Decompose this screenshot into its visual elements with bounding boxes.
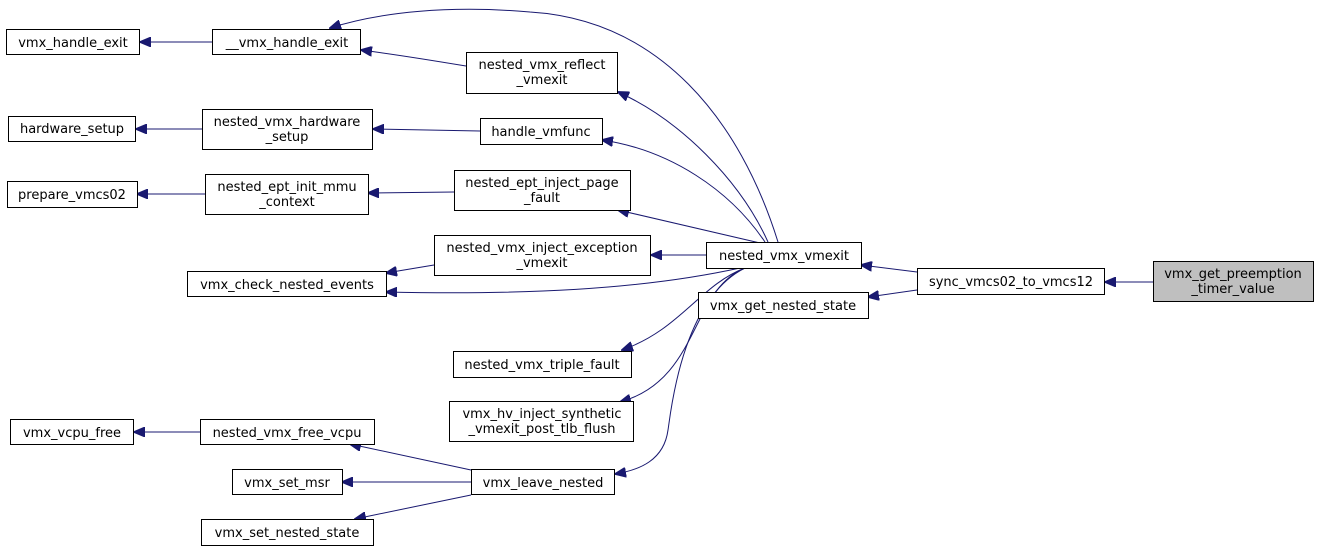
node-label-line1: vmx_hv_inject_synthetic [462,407,621,422]
edge-nested-vmx-vmexit-to-nested-ept-inject-page-fault [618,210,761,244]
node-nested-ept-inject-page-fault[interactable]: nested_ept_inject_page _fault [454,170,631,211]
node-prepare-vmcs02[interactable]: prepare_vmcs02 [7,181,138,208]
node-label: handle_vmfunc [491,125,590,140]
node-nested-vmx-vmexit[interactable]: nested_vmx_vmexit [706,242,862,269]
node-label: vmx_handle_exit [18,36,128,51]
node-__vmx-handle-exit[interactable]: __vmx_handle_exit [212,29,361,55]
node-handle-vmfunc[interactable]: handle_vmfunc [480,118,603,145]
node-sync-vmcs02-to-vmcs12[interactable]: sync_vmcs02_to_vmcs12 [917,268,1105,295]
node-nested-vmx-triple-fault[interactable]: nested_vmx_triple_fault [453,351,632,378]
node-label: prepare_vmcs02 [18,188,126,203]
edge-nested-vmx-vmexit-to-nested-vmx-triple-fault [622,267,746,350]
edge-nested-vmx-inject-exception-vmexit-to-vmx-check-nested-events [386,264,435,273]
node-label-line1: vmx_get_preemption [1164,267,1302,282]
node-label-line1: nested_ept_inject_page [465,176,618,191]
node-label: vmx_set_nested_state [215,526,360,541]
edge-nested-vmx-vmexit-to-nested-vmx-reflect-vmexit [618,92,769,243]
edge-nested-vmx-reflect-vmexit-to-vmx-handle-exit [361,50,467,67]
node-label-line1: nested_vmx_inject_exception [446,241,637,256]
node-vmx-check-nested-events[interactable]: vmx_check_nested_events [187,271,387,297]
node-label-line2: _vmexit [515,73,567,88]
node-nested-vmx-hardware-setup[interactable]: nested_vmx_hardware _setup [202,109,373,150]
edge-nested-vmx-vmexit-to-handle-vmfunc [602,140,766,243]
node-vmx-get-nested-state[interactable]: vmx_get_nested_state [698,292,869,319]
node-vmx-handle-exit[interactable]: vmx_handle_exit [6,29,140,55]
node-label-line2: _vmexit_post_tlb_flush [467,422,615,437]
node-label-line2: _context [258,195,315,210]
edge-nested-vmx-vmexit-to-vmx-check-nested-events [386,267,741,293]
node-vmx-set-msr[interactable]: vmx_set_msr [232,469,343,495]
node-label: hardware_setup [20,122,124,137]
node-vmx-get-preemption-timer-value[interactable]: vmx_get_preemption _timer_value [1153,261,1314,302]
node-label: nested_vmx_triple_fault [464,358,619,373]
node-label-line2: _fault [523,191,560,206]
node-vmx-leave-nested[interactable]: vmx_leave_nested [471,469,615,495]
node-nested-ept-init-mmu-context[interactable]: nested_ept_init_mmu _context [205,174,369,215]
node-label-line2: _vmexit [515,256,567,271]
node-label: vmx_set_msr [244,476,330,491]
node-vmx-hv-inject-synthetic-vmexit-post-tlb-flush[interactable]: vmx_hv_inject_synthetic _vmexit_post_tlb… [449,401,634,442]
node-label: vmx_check_nested_events [200,278,374,293]
node-label-line1: nested_vmx_reflect [479,58,606,73]
node-label: vmx_leave_nested [483,476,604,491]
node-label-line2: _timer_value [1190,282,1274,297]
node-label-line1: nested_vmx_hardware [214,115,361,130]
node-nested-vmx-reflect-vmexit[interactable]: nested_vmx_reflect _vmexit [466,52,618,94]
node-label: vmx_get_nested_state [710,299,856,314]
node-nested-vmx-inject-exception-vmexit[interactable]: nested_vmx_inject_exception _vmexit [434,235,651,276]
node-vmx-vcpu-free[interactable]: vmx_vcpu_free [10,419,134,445]
edge-nested-ept-inject-page-fault-to-nested-ept-init-mmu-context [368,192,455,193]
node-label: vmx_vcpu_free [23,426,121,441]
edge-sync-vmcs02-to-vmcs12-to-nested-vmx-vmexit [861,265,918,273]
edge-vmx-leave-nested-to-nested-vmx-free-vcpu [350,444,472,471]
node-label-line1: nested_ept_init_mmu [217,180,356,195]
node-vmx-set-nested-state[interactable]: vmx_set_nested_state [201,519,374,546]
node-label: nested_vmx_free_vcpu [213,426,362,441]
node-label-line2: _setup [265,130,309,145]
edges [134,8,1153,519]
node-label: nested_vmx_vmexit [719,249,849,264]
edge-nested-vmx-vmexit-to-vmx-handle-exit [330,8,779,243]
node-label: __vmx_handle_exit [225,36,349,51]
node-label: sync_vmcs02_to_vmcs12 [929,275,1093,290]
edge-vmx-leave-nested-to-vmx-set-nested-state [355,494,472,519]
node-hardware-setup[interactable]: hardware_setup [8,116,136,142]
edge-handle-vmfunc-to-nested-vmx-hardware-setup [373,129,481,131]
edge-nested-vmx-vmexit-to-vmx-hv-inject-synthetic [620,267,746,402]
edge-sync-vmcs02-to-vmcs12-to-vmx-get-nested-state [868,289,918,297]
node-nested-vmx-free-vcpu[interactable]: nested_vmx_free_vcpu [200,419,375,445]
